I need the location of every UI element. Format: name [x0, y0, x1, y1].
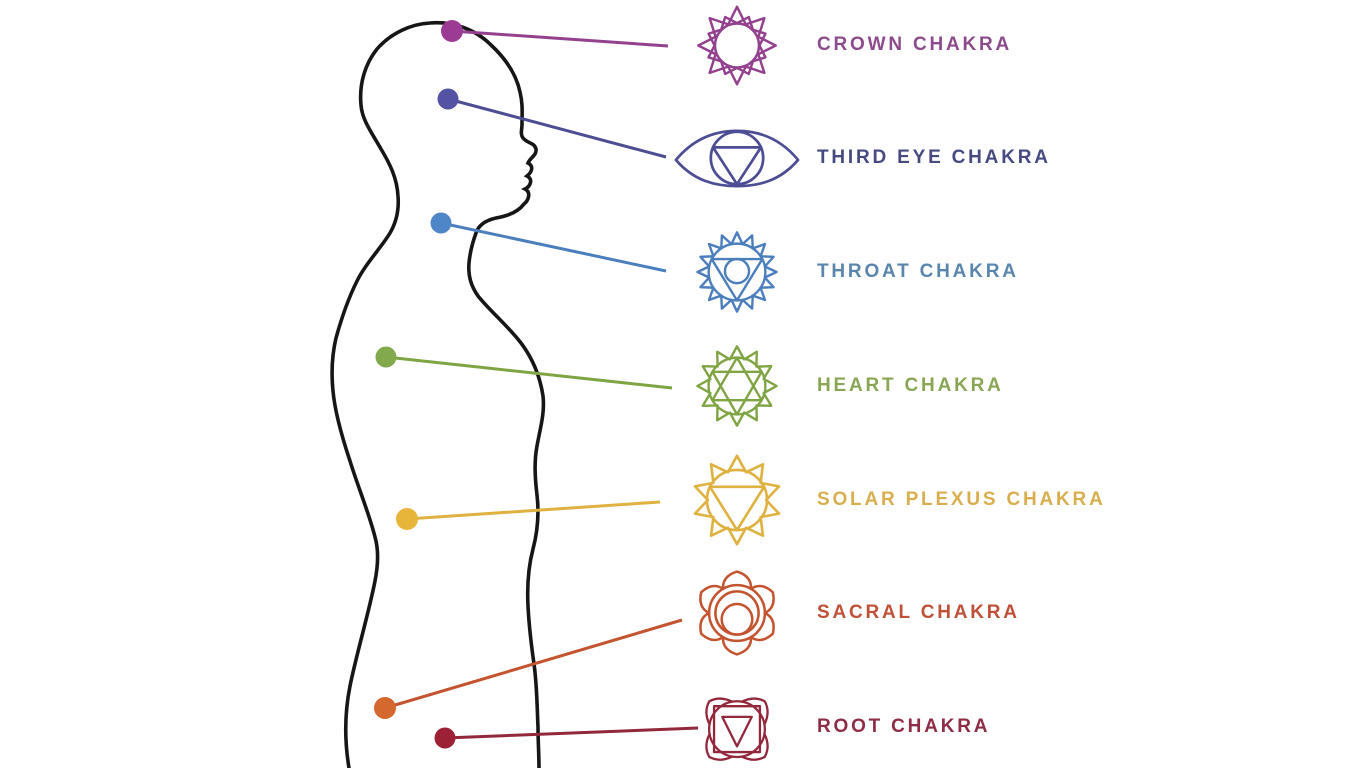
chakra-label-throat: THROAT CHAKRA [817, 261, 1019, 282]
solar-plexus-chakra-icon [693, 454, 781, 546]
chakra-label-crown: CROWN CHAKRA [817, 34, 1013, 55]
root-chakra-icon [705, 696, 769, 761]
solar-plexus-connector-line [406, 500, 661, 521]
chakra-label-root: ROOT CHAKRA [817, 716, 991, 737]
body-silhouette [330, 20, 546, 768]
chakra-row-solar-plexus: SOLAR PLEXUS CHAKRA [671, 454, 1106, 546]
throat-body-point [430, 212, 452, 234]
heart-body-point [375, 346, 397, 368]
crown-connector-line [451, 29, 669, 48]
chakra-row-heart: HEART CHAKRA [671, 344, 1004, 428]
chakra-row-crown: CROWN CHAKRA [671, 3, 1012, 87]
sacral-body-point [374, 697, 396, 719]
solar-plexus-body-point [396, 508, 418, 530]
chakra-label-heart: HEART CHAKRA [817, 375, 1004, 396]
throat-connector-line [440, 221, 667, 273]
root-body-point [434, 727, 456, 749]
chakra-label-solar-plexus: SOLAR PLEXUS CHAKRA [817, 489, 1106, 510]
root-connector-line [444, 726, 699, 740]
chakra-label-third-eye: THIRD EYE CHAKRA [817, 147, 1051, 168]
chakra-row-sacral: SACRAL CHAKRA [671, 570, 1020, 656]
chakra-label-sacral: SACRAL CHAKRA [817, 602, 1020, 623]
heart-chakra-icon [696, 345, 778, 427]
sacral-chakra-icon [699, 570, 775, 656]
chakra-row-third-eye: THIRD EYE CHAKRA [671, 116, 1051, 200]
crown-chakra-icon [697, 5, 777, 85]
throat-chakra-icon [696, 231, 778, 313]
third-eye-chakra-icon [674, 129, 800, 188]
third-eye-connector-line [447, 97, 667, 159]
heart-connector-line [385, 355, 673, 390]
third-eye-body-point [437, 88, 459, 110]
sacral-connector-line [384, 618, 683, 710]
crown-body-point [441, 20, 463, 42]
chakra-row-throat: THROAT CHAKRA [671, 230, 1019, 314]
chakra-row-root: ROOT CHAKRA [671, 685, 990, 768]
